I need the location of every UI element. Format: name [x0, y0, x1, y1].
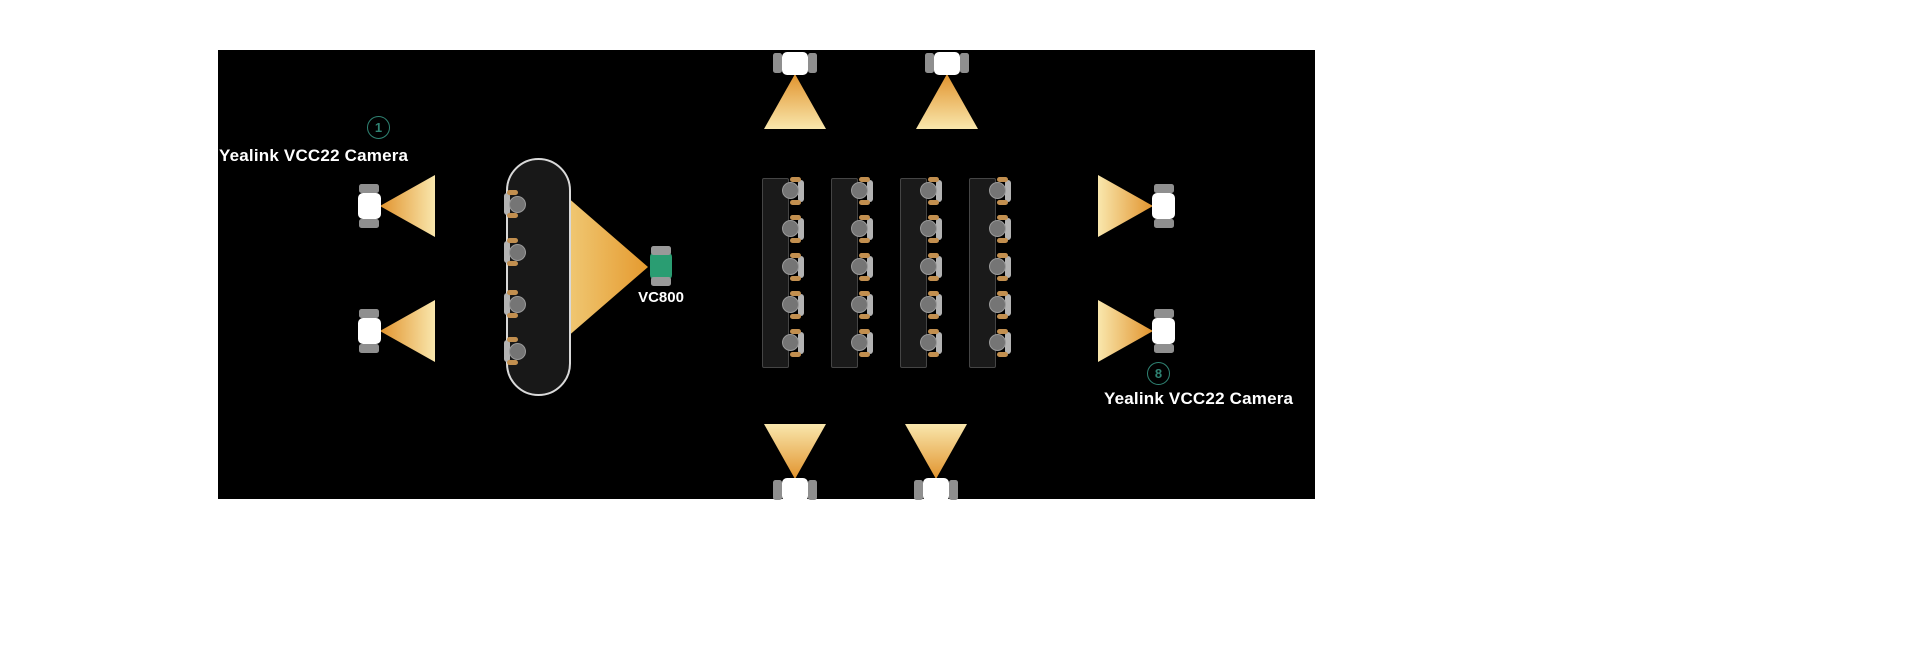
chair-armrest — [928, 314, 939, 319]
camera-1-number-badge: 1 — [367, 116, 390, 139]
camera-cap — [925, 53, 934, 73]
chair-armrest — [507, 360, 518, 365]
chair-armrest — [928, 276, 939, 281]
chair-seat — [851, 296, 868, 313]
chair-seat — [782, 182, 799, 199]
chair-armrest — [859, 238, 870, 243]
chair-seat — [920, 296, 937, 313]
camera-body — [1152, 193, 1175, 219]
chair-armrest — [928, 200, 939, 205]
camera-cap — [359, 184, 379, 193]
chair-seat — [782, 296, 799, 313]
chair-armrest — [507, 261, 518, 266]
chair-armrest — [507, 313, 518, 318]
camera-cap — [808, 480, 817, 500]
chair-seat — [851, 334, 868, 351]
camera-cap — [359, 344, 379, 353]
chair-armrest — [997, 314, 1008, 319]
chair-armrest — [790, 314, 801, 319]
chair-seat — [989, 334, 1006, 351]
camera-body — [923, 478, 949, 501]
vc800-cap-top — [651, 246, 671, 255]
camera-body — [782, 478, 808, 501]
chair-seat — [989, 296, 1006, 313]
camera-1-number: 1 — [374, 120, 383, 135]
chair-seat — [989, 258, 1006, 275]
camera-cap — [773, 53, 782, 73]
camera-cap — [1154, 184, 1174, 193]
chair-armrest — [997, 352, 1008, 357]
chair-armrest — [790, 200, 801, 205]
camera-cap — [960, 53, 969, 73]
chair-backrest — [504, 340, 510, 362]
chair-seat — [509, 296, 526, 313]
camera-cap — [808, 53, 817, 73]
camera-cap — [1154, 219, 1174, 228]
camera-cap — [949, 480, 958, 500]
chair-seat — [782, 258, 799, 275]
camera-8-number-badge: 8 — [1147, 362, 1170, 385]
chair-armrest — [790, 352, 801, 357]
chair-armrest — [859, 276, 870, 281]
chair-armrest — [997, 276, 1008, 281]
chair-seat — [989, 220, 1006, 237]
chair-seat — [509, 196, 526, 213]
chair-seat — [782, 334, 799, 351]
camera-cap — [359, 219, 379, 228]
chair-seat — [851, 182, 868, 199]
vc800-endpoint — [650, 246, 672, 286]
chair-backrest — [504, 193, 510, 215]
vc800-cap-bottom — [651, 277, 671, 286]
camera-body — [358, 318, 381, 344]
chair-armrest — [507, 290, 518, 295]
chair-armrest — [997, 200, 1008, 205]
chair-armrest — [859, 200, 870, 205]
chair-armrest — [507, 213, 518, 218]
chair-armrest — [859, 352, 870, 357]
camera-cap — [773, 480, 782, 500]
chair-armrest — [790, 276, 801, 281]
chair-seat — [920, 334, 937, 351]
camera-cap — [359, 309, 379, 318]
chair-seat — [989, 182, 1006, 199]
chair-seat — [920, 258, 937, 275]
vc800-body — [650, 252, 672, 280]
chair-seat — [782, 220, 799, 237]
camera-body — [358, 193, 381, 219]
chair-seat — [509, 343, 526, 360]
camera-8-label: Yealink VCC22 Camera — [1104, 389, 1294, 408]
chair-armrest — [859, 314, 870, 319]
chair-seat — [920, 220, 937, 237]
vc800-label: VC800 — [638, 289, 684, 306]
chair-armrest — [997, 238, 1008, 243]
chair-backrest — [504, 293, 510, 315]
camera-body — [934, 52, 960, 75]
chair-armrest — [928, 352, 939, 357]
chair-seat — [851, 258, 868, 275]
chair-armrest — [790, 238, 801, 243]
chair-seat — [851, 220, 868, 237]
camera-1-label: Yealink VCC22 Camera — [219, 146, 409, 165]
camera-8-number: 8 — [1154, 366, 1163, 381]
chair-seat — [509, 244, 526, 261]
chair-seat — [920, 182, 937, 199]
chair-armrest — [507, 337, 518, 342]
camera-body — [1152, 318, 1175, 344]
camera-cap — [1154, 309, 1174, 318]
camera-body — [782, 52, 808, 75]
camera-cap — [914, 480, 923, 500]
chair-armrest — [507, 190, 518, 195]
chair-armrest — [928, 238, 939, 243]
camera-cap — [1154, 344, 1174, 353]
chair-backrest — [504, 241, 510, 263]
chair-armrest — [507, 238, 518, 243]
